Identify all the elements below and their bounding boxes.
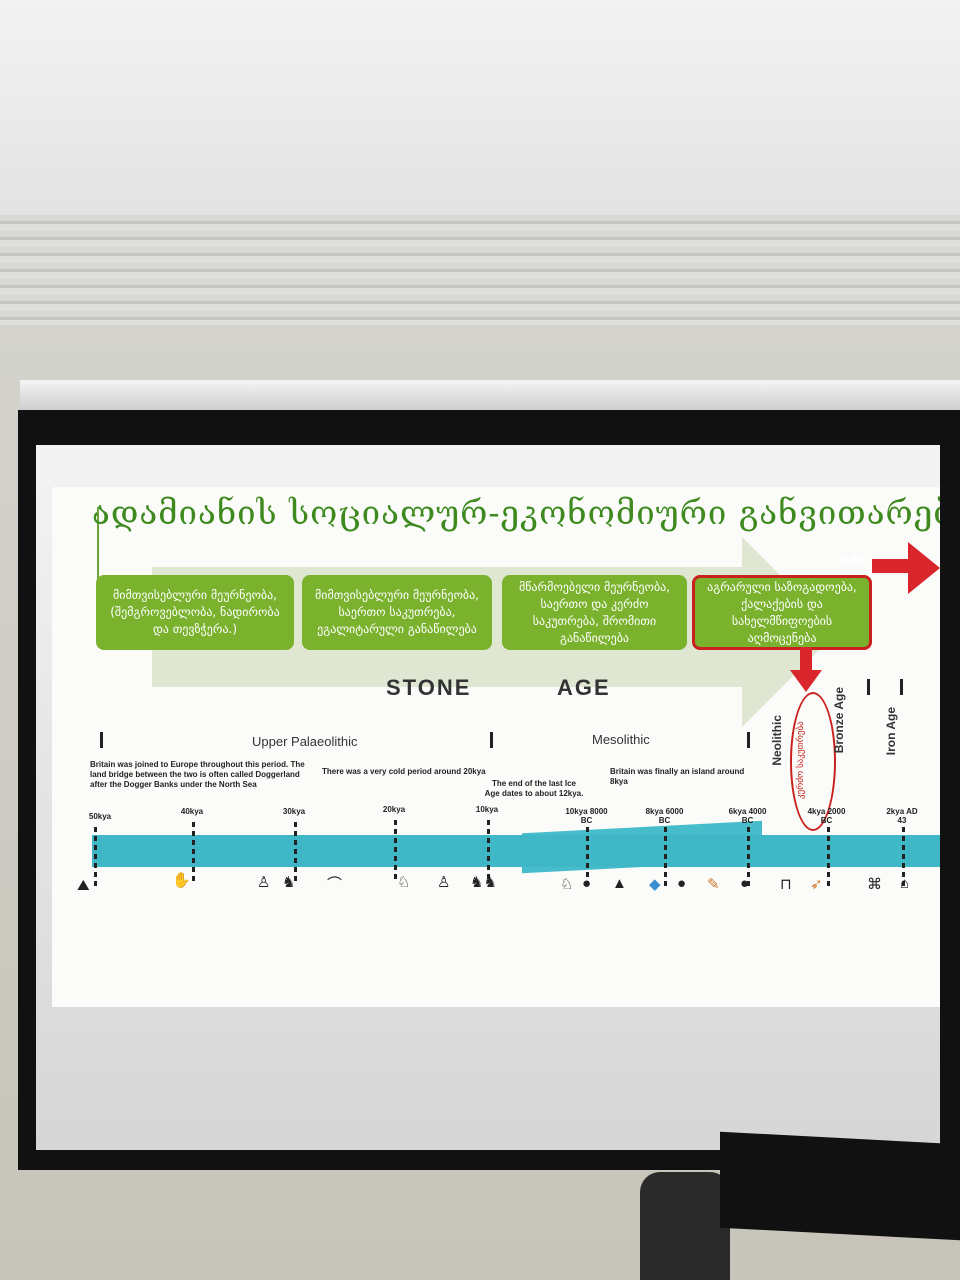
- red-down-arrow-stem: [800, 647, 812, 672]
- timeline-tick: 6kya 4000 BC: [728, 807, 767, 825]
- tent-icon: ▲: [612, 875, 627, 892]
- sheep-icon: ●: [740, 875, 750, 892]
- ceiling: [0, 0, 960, 220]
- handprint-icon: ✋: [172, 872, 191, 889]
- stage-box-3: მწარმოებელი მეურნეობა, საერთო და კერძო ს…: [502, 575, 687, 650]
- timeline-band: [92, 835, 940, 867]
- red-down-arrow-head: [790, 670, 822, 692]
- person-icon: ♙: [437, 874, 451, 891]
- period-divider: [747, 732, 750, 748]
- note-cold-period: There was a very cold period around 20ky…: [322, 767, 486, 776]
- stonehenge-icon: ⊓: [780, 876, 792, 893]
- timeline-tick: 20kya: [382, 805, 406, 814]
- projected-slide: ადამიანის სოციალურ-ეკონომიური განვითარებ…: [52, 487, 940, 1007]
- stag-icon: ♘: [560, 876, 574, 893]
- period-bronze-age: Bronze Age: [832, 687, 846, 754]
- timeline-dotted-line: [294, 822, 297, 884]
- red-oval-annotation: [790, 692, 836, 831]
- timeline-dotted-line: [827, 827, 830, 889]
- timeline-tick: 30kya: [282, 807, 306, 816]
- timeline-dotted-line: [94, 827, 97, 889]
- age-heading: AGE: [557, 675, 611, 700]
- sheep-icon: ●: [677, 875, 687, 892]
- bow-icon: ➶: [810, 876, 823, 893]
- timeline-dotted-line: [586, 827, 589, 889]
- red-arrow-head: [908, 542, 940, 594]
- stage-box-4: აგრარული საზოგადოება, ქალაქების და სახელ…: [692, 575, 872, 650]
- timeline-tick: 10kya 8000 BC: [565, 807, 608, 825]
- person-icon: ♙: [257, 874, 271, 891]
- oval-annotation-text: კერძო საკუთრება: [796, 721, 806, 799]
- note-doggerland: Britain was joined to Europe throughout …: [90, 760, 305, 789]
- period-upper-palaeolithic: Upper Palaeolithic: [252, 734, 358, 749]
- period-neolithic: Neolithic: [770, 715, 784, 766]
- timeline-tick: 40kya: [180, 807, 204, 816]
- period-divider: [100, 732, 103, 748]
- office-chair: [640, 1172, 730, 1280]
- stone-heading: STONE: [386, 675, 472, 700]
- timeline-tick: 8kya 6000 BC: [645, 807, 684, 825]
- period-divider: [900, 679, 903, 695]
- timeline-dotted-line: [487, 820, 490, 882]
- map-icon: ◆: [649, 876, 661, 893]
- stage-box-2: მიმთვისებლური მეურნეობა, საერთო საკუთრებ…: [302, 575, 492, 650]
- timeline-tick: 4kya 2000 BC: [807, 807, 846, 825]
- period-mesolithic: Mesolithic: [592, 732, 650, 747]
- slide-title: ადამიანის სოციალურ-ეკონომიური განვითარებ…: [92, 493, 940, 532]
- timeline-tick: 2kya AD 43: [886, 807, 918, 825]
- mammoth-tusk-icon: ⌒: [327, 876, 343, 893]
- red-arrow-shaft: [872, 559, 912, 573]
- note-ice-age: The end of the last Ice Age dates to abo…: [484, 779, 584, 798]
- period-iron-age: Iron Age: [884, 707, 898, 756]
- timeline-dotted-line: [394, 820, 397, 882]
- timeline-tick: 50kya: [88, 812, 112, 821]
- title-rule: [97, 507, 99, 637]
- axe-icon: ✎: [707, 876, 720, 893]
- projector-screen-housing: [20, 380, 960, 412]
- side-source-label: How old is it? | Sourcery by Schools Pre…: [52, 667, 60, 897]
- cave-icon: ⛰: [77, 877, 90, 894]
- timeline-dotted-line: [902, 827, 905, 889]
- horses-icon: ♞♞: [470, 874, 497, 891]
- scroll-icon: ⌘: [867, 876, 882, 893]
- timeline-dotted-line: [747, 827, 750, 889]
- horse-icon: ♞: [282, 874, 296, 891]
- stage-box-1: მიმთვისებლური მეურნეობა, (შემგროვებლობა,…: [96, 575, 294, 650]
- temple-icon: ⌂: [900, 875, 910, 892]
- sheep-icon: ●: [582, 875, 592, 892]
- timeline-tick: 10kya: [475, 805, 499, 814]
- desk: [720, 1131, 960, 1241]
- timeline-dotted-line: [192, 822, 195, 884]
- timeline-dotted-line: [664, 827, 667, 889]
- crown-molding: [0, 215, 960, 325]
- red-arrow-label: რძი: [840, 552, 864, 566]
- deer-icon: ♘: [397, 874, 411, 891]
- period-divider: [490, 732, 493, 748]
- period-divider: [867, 679, 870, 695]
- note-island: Britain was finally an island around 8ky…: [610, 767, 745, 786]
